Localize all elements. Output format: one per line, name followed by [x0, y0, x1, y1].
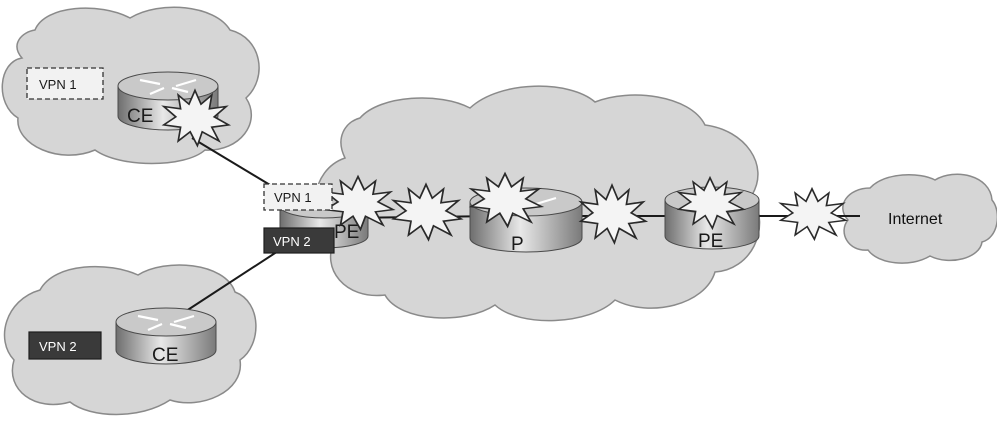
pe-left-label: PE — [334, 222, 359, 243]
internet-label: Internet — [888, 211, 943, 228]
ce-bottom-label: CE — [152, 345, 178, 366]
vpn2-site-label: VPN 2 — [39, 339, 77, 354]
ce-router-bottom: CE — [116, 308, 216, 366]
ce-top-label: CE — [127, 106, 153, 127]
vpn2-site-tag: VPN 2 — [29, 332, 101, 359]
vpn2-pe-label: VPN 2 — [273, 234, 311, 249]
vpn2-pe-tag: VPN 2 — [264, 228, 334, 253]
p-core-label: P — [511, 234, 524, 255]
vpn1-site-label: VPN 1 — [39, 77, 77, 92]
burst-internet-link — [781, 189, 846, 239]
pe-right-label: PE — [698, 231, 723, 252]
vpn1-pe-tag: VPN 1 — [264, 184, 332, 210]
vpn1-site-tag: VPN 1 — [27, 68, 103, 99]
vpn1-pe-label: VPN 1 — [274, 190, 312, 205]
